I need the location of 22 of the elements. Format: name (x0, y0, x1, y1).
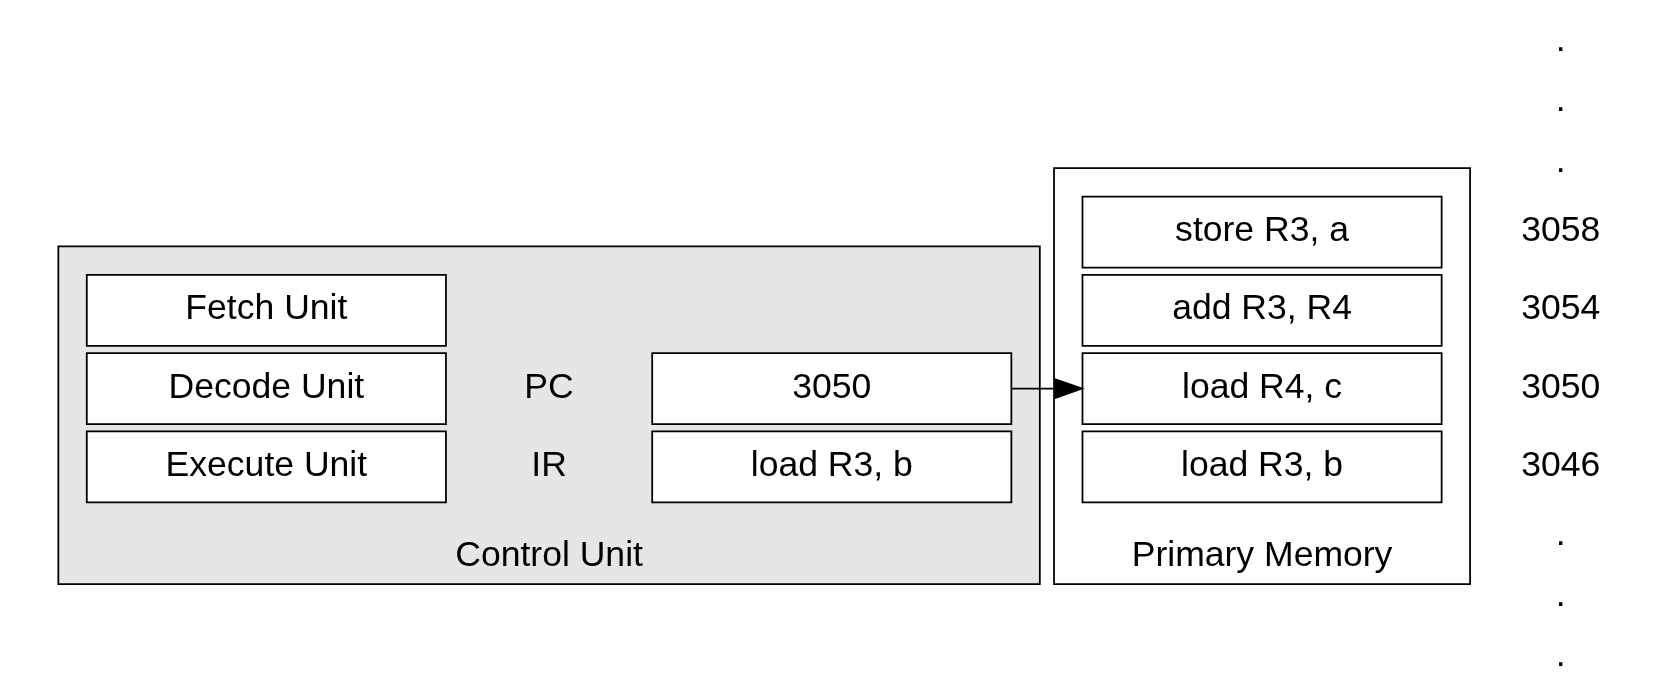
node-box: load R3, b (1081, 430, 1443, 504)
node-box: load R4, c (1081, 352, 1443, 426)
node-box: store R3, a (1081, 195, 1443, 269)
node-label: PC (524, 365, 574, 406)
node-box: Execute Unit (85, 430, 447, 504)
node-label: IR (531, 443, 567, 484)
node-box: add R3, R4 (1081, 273, 1443, 347)
node-label: 3058 (1521, 209, 1601, 250)
node-box: Fetch Unit (85, 273, 447, 347)
label: . (1555, 18, 1566, 59)
label: . (1555, 513, 1566, 554)
node-label: 3050 (1521, 365, 1601, 406)
label: . (1555, 633, 1566, 674)
node-label: 3046 (1521, 443, 1601, 484)
label: . (1555, 573, 1566, 614)
node-box: Decode Unit (85, 352, 447, 426)
label: . (1555, 79, 1566, 120)
label: . (1555, 139, 1566, 180)
arrow (1010, 378, 1085, 400)
node-box: load R3, b (651, 430, 1013, 504)
node-box: 3050 (651, 352, 1013, 426)
node-label: 3054 (1521, 287, 1601, 328)
